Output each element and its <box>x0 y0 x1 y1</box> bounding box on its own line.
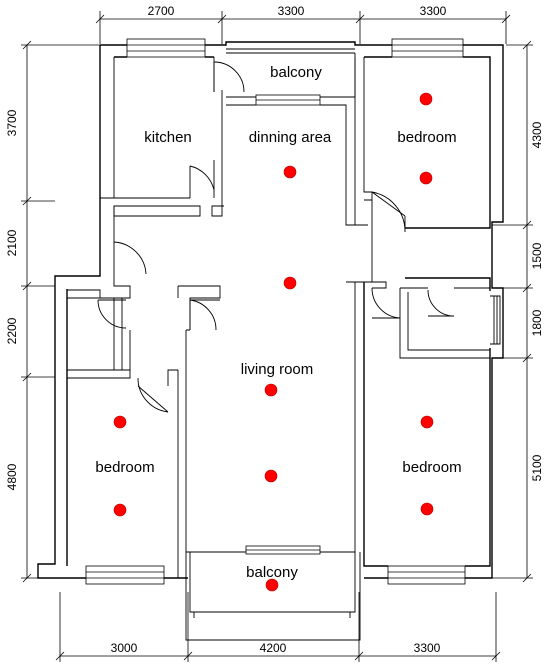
exterior-walls <box>37 41 504 579</box>
dim-bottom-1: 3000 <box>111 641 138 655</box>
label-dining-area: dinning area <box>249 129 332 146</box>
dim-bottom-3: 3300 <box>414 641 441 655</box>
label-bedroom-bottom-right: bedroom <box>402 459 461 476</box>
marker-dot <box>283 276 297 290</box>
marker-dot <box>113 503 127 517</box>
marker-dot <box>264 383 278 397</box>
label-bedroom-top-right: bedroom <box>397 129 456 146</box>
windows <box>85 38 466 585</box>
dim-bottom-2: 4200 <box>260 641 287 655</box>
dim-top-2: 3300 <box>278 4 305 18</box>
marker-dot <box>264 469 278 483</box>
label-balcony-bottom: balcony <box>246 564 298 581</box>
marker-dot <box>283 165 297 179</box>
marker-dot <box>419 171 433 185</box>
dim-top-3: 3300 <box>420 4 447 18</box>
label-balcony-top: balcony <box>270 64 322 81</box>
marker-dot <box>113 415 127 429</box>
dim-left-1: 3700 <box>5 109 19 136</box>
marker-dot <box>265 578 279 592</box>
label-bedroom-bottom-left: bedroom <box>95 459 154 476</box>
dim-right-1: 4300 <box>530 121 544 148</box>
dim-right-3: 1800 <box>530 309 544 336</box>
label-living-room: living room <box>241 361 314 378</box>
label-kitchen: kitchen <box>144 129 192 146</box>
marker-dot <box>419 92 433 106</box>
marker-dot <box>420 415 434 429</box>
doors <box>97 61 455 413</box>
markers <box>113 92 434 592</box>
marker-dot <box>420 502 434 516</box>
dim-right-4: 5100 <box>530 454 544 481</box>
dim-top-1: 2700 <box>148 4 175 18</box>
dim-right-2: 1500 <box>530 242 544 269</box>
dim-left-3: 2200 <box>5 317 19 344</box>
dimension-lines <box>21 11 533 662</box>
dim-left-4: 4800 <box>5 463 19 490</box>
dim-left-2: 2100 <box>5 229 19 256</box>
